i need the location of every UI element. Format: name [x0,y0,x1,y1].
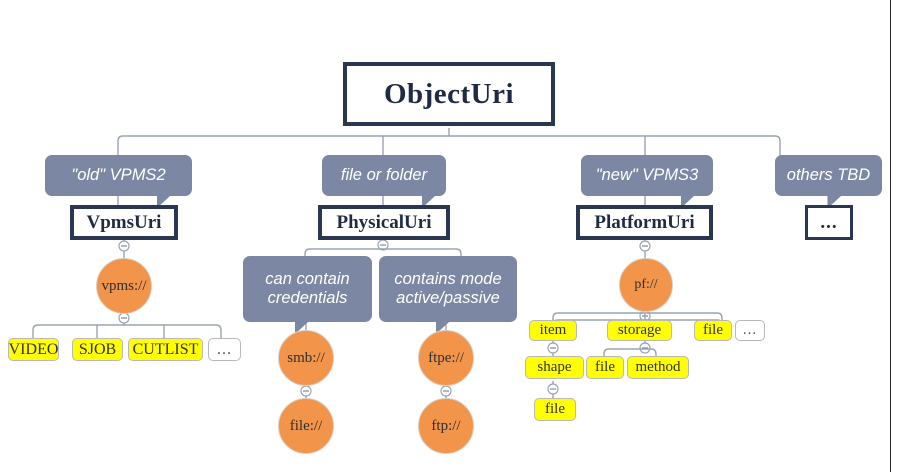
node-label: ... [820,211,838,233]
leaf-cutlist[interactable]: CUTLIST [128,338,203,361]
node-vpms-scheme[interactable]: vpms:// [96,258,152,314]
callout-others-tbd[interactable]: others TBD [775,155,882,208]
leaf-sjob[interactable]: SJOB [72,338,123,361]
leaf-label: file [545,401,565,417]
callout-line-1: contains mode [394,269,502,288]
node-ftpe-scheme[interactable]: ftpe:// [418,330,474,386]
leaf-video[interactable]: VIDEO [8,338,59,361]
leaf-label: SJOB [78,340,117,358]
node-label: ftpe:// [428,349,464,366]
leaf-more-vpms[interactable]: ... [208,338,241,361]
leaf-file-storage[interactable]: file [586,356,624,379]
node-objecturi[interactable]: ObjectUri [343,62,555,126]
node-platformuri[interactable]: PlatformUri [576,205,713,240]
callout-label: "new" VPMS3 [595,165,699,184]
node-label: PhysicalUri [336,211,432,233]
node-label: ObjectUri [383,77,515,110]
callout-line-2: active/passive [396,289,500,307]
leaf-label: ... [742,322,758,338]
node-file-scheme[interactable]: file:// [278,398,334,454]
right-border-rule [890,0,891,472]
leaf-label: method [635,359,681,375]
leaf-shape[interactable]: shape [525,356,584,379]
leaf-file-top[interactable]: file [694,320,732,341]
node-others-placeholder[interactable]: ... [805,205,853,240]
callout-label: file or folder [340,165,428,184]
node-physicaluri[interactable]: PhysicalUri [318,205,450,240]
callout-old-vpms2[interactable]: "old" VPMS2 [45,155,192,208]
callout-line-2: credentials [267,289,348,307]
leaf-label: shape [537,359,572,375]
node-pf-scheme[interactable]: pf:// [619,258,673,312]
node-ftp-scheme[interactable]: ftp:// [418,398,474,454]
node-label: smb:// [287,349,325,366]
callout-new-vpms3[interactable]: "new" VPMS3 [581,155,713,208]
node-vpmsuri[interactable]: VpmsUri [70,205,178,240]
leaf-label: VIDEO [8,340,59,358]
node-label: vpms:// [101,277,147,294]
leaf-label: CUTLIST [132,340,199,358]
node-smb-scheme[interactable]: smb:// [278,330,334,386]
leaf-label: storage [617,322,662,338]
callout-contains-mode[interactable]: contains mode active/passive [379,256,517,334]
leaf-label: file [703,322,723,338]
node-label: file:// [289,417,323,434]
leaf-label: file [595,359,615,375]
callout-label: others TBD [786,165,871,184]
callout-label: "old" VPMS2 [71,165,166,184]
callout-can-contain-credentials[interactable]: can contain credentials [243,256,372,334]
node-label: ftp:// [431,417,461,434]
leaf-item[interactable]: item [529,320,577,341]
callout-line-1: can contain [265,269,350,288]
node-label: pf:// [634,277,658,292]
callout-file-or-folder[interactable]: file or folder [322,155,446,208]
leaf-method[interactable]: method [627,356,689,379]
leaf-more-pf[interactable]: ... [735,320,765,341]
leaf-label: item [539,322,567,338]
leaf-storage[interactable]: storage [607,320,672,341]
node-label: VpmsUri [86,211,162,233]
leaf-label: ... [217,340,232,358]
node-label: PlatformUri [594,211,695,233]
leaf-file-shape[interactable]: file [534,398,576,421]
